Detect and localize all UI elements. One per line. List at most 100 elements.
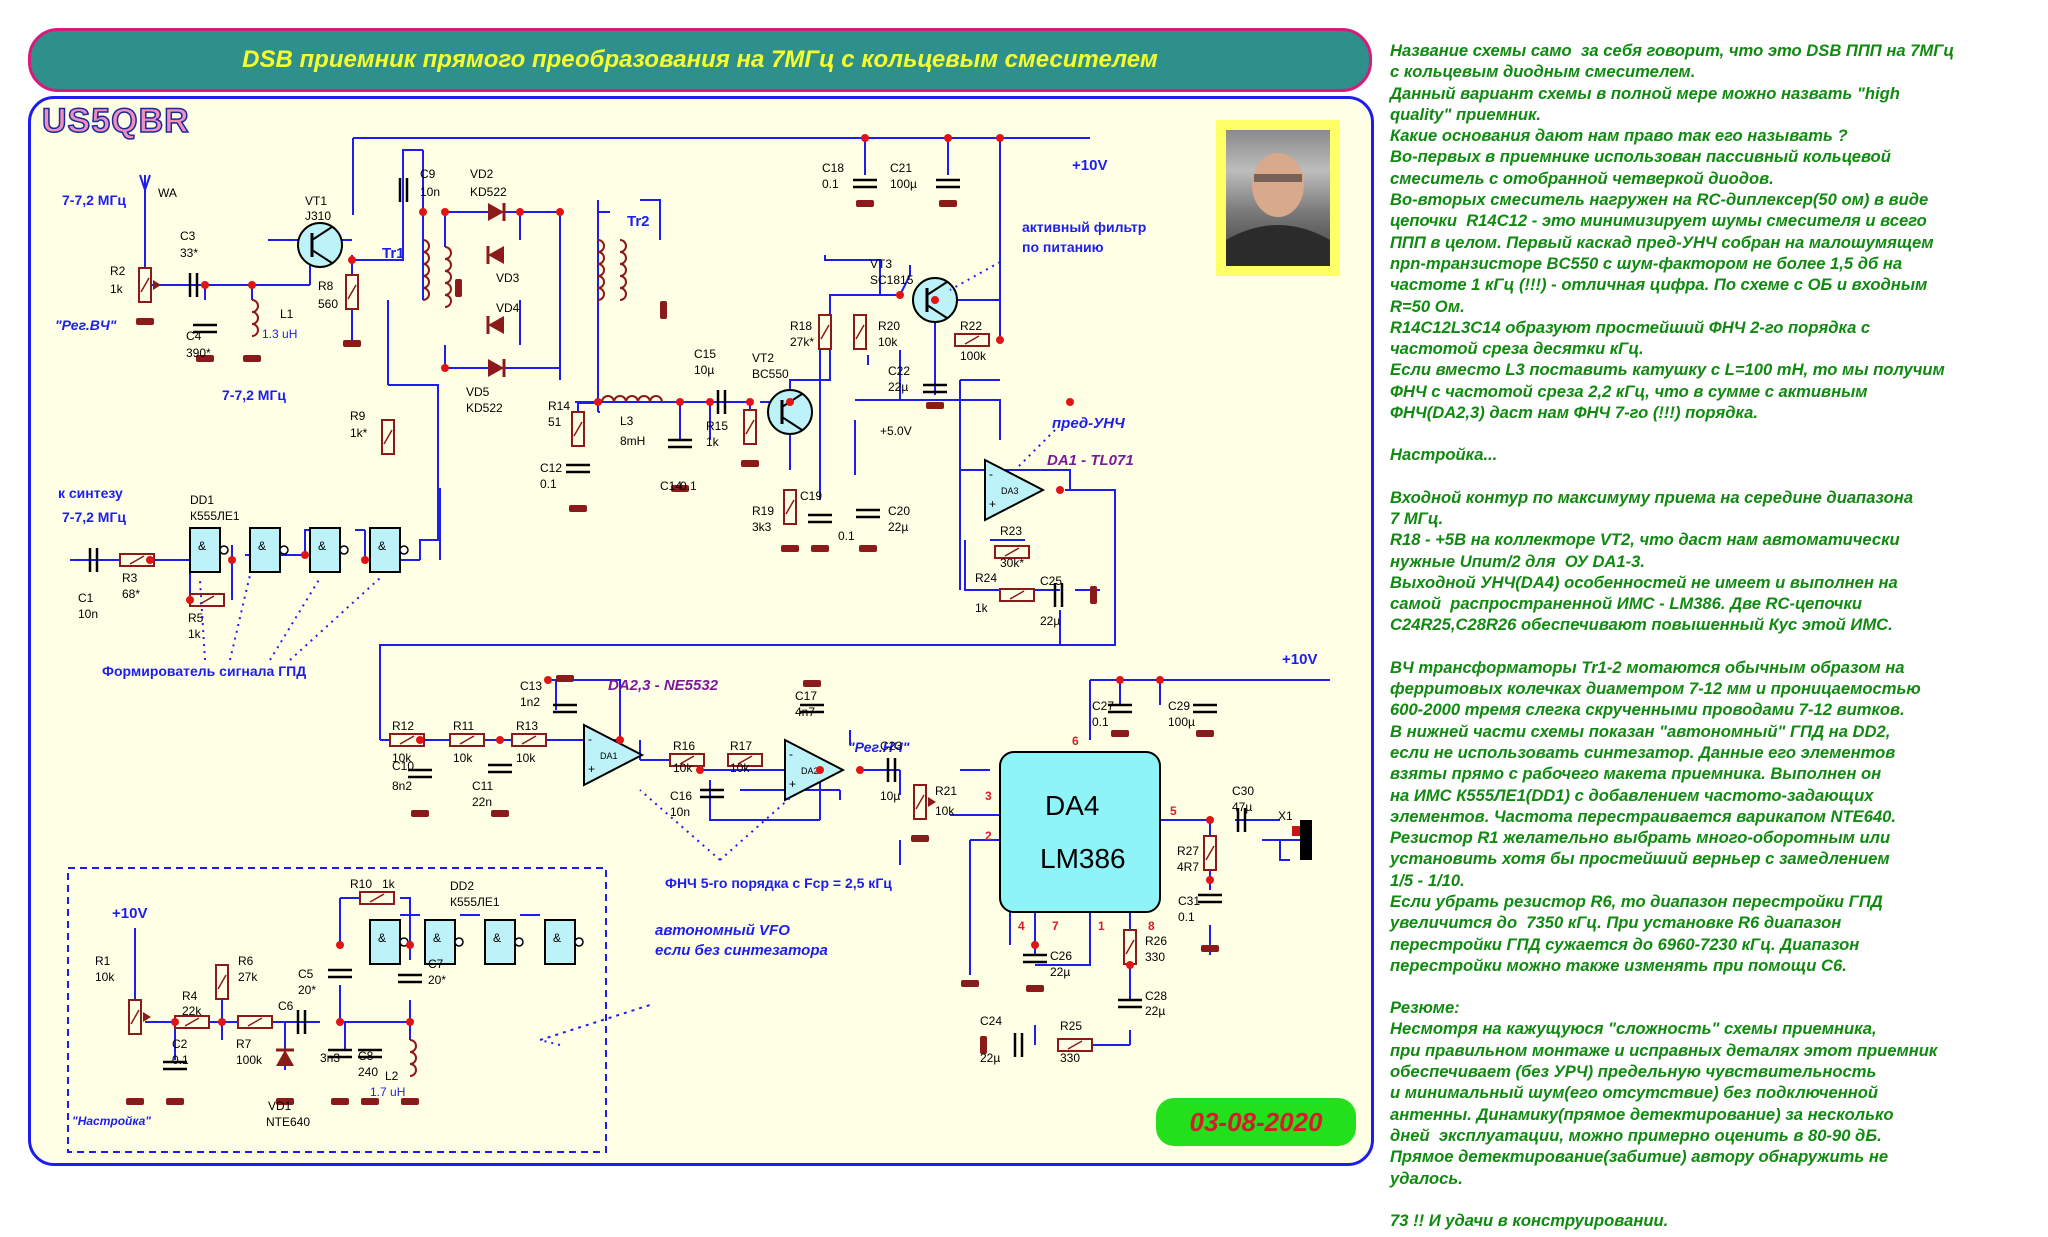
gate-dd1-3: &	[309, 527, 349, 573]
wire	[855, 399, 1001, 440]
wire	[360, 1021, 411, 1040]
capacitor-c22	[923, 383, 947, 394]
capacitor-c9	[398, 178, 409, 202]
value-r17: 10k	[730, 761, 750, 775]
value-c21: 100µ	[890, 177, 917, 191]
ref-r4: R4	[182, 989, 198, 1003]
ground-symbol	[1090, 586, 1097, 604]
ref-c2: C2	[172, 1037, 188, 1051]
capacitor-c21	[936, 178, 960, 189]
svg-text:-: -	[789, 747, 793, 761]
connector-x1	[1292, 820, 1312, 860]
capacitor-c14	[668, 438, 692, 449]
capacitor-c17	[800, 703, 824, 714]
potentiometer-r2	[138, 267, 152, 303]
ground-symbol	[911, 835, 929, 842]
value-c1: 10n	[78, 607, 98, 621]
wire	[419, 539, 440, 560]
value-c12: 0.1	[540, 477, 557, 491]
ground-symbol	[1111, 730, 1129, 737]
description-paragraph: Название схемы само за себя говорит, что…	[1390, 41, 1955, 423]
ground-symbol	[671, 485, 689, 492]
ref-c30: C30	[1232, 784, 1254, 798]
ref-c10: C10	[392, 759, 414, 773]
capacitor-c13	[553, 703, 577, 714]
value-r3: 68*	[122, 587, 140, 601]
ref-l2: L2	[385, 1069, 399, 1083]
value-vd2: KD522	[470, 185, 507, 199]
ref-r9: R9	[350, 409, 366, 423]
svg-text:+: +	[789, 777, 796, 791]
description-paragraph: Настройка...	[1390, 445, 1498, 465]
ground-symbol	[126, 1098, 144, 1105]
wire	[388, 384, 439, 540]
ref-r6: R6	[238, 954, 254, 968]
value-r24: 1k	[975, 601, 989, 615]
ref-c23: C23	[880, 739, 902, 753]
capacitor-c19	[808, 513, 832, 524]
junction-dot	[996, 336, 1004, 344]
junction-dot	[1031, 941, 1039, 949]
description-paragraph: Резюме: Несмотря на кажущуюся "сложность…	[1390, 998, 1938, 1188]
ground-symbol	[811, 545, 829, 552]
ref-r24: R24	[975, 571, 997, 585]
junction-dot	[336, 1018, 344, 1026]
ref-c3: C3	[180, 229, 196, 243]
svg-text:-: -	[588, 732, 592, 746]
junction-dot	[556, 208, 564, 216]
ref-r5: R5	[188, 611, 204, 625]
label-tuning: "Настройка"	[72, 1114, 151, 1128]
ref-r18: R18	[790, 319, 812, 333]
value-r15: 1k	[706, 435, 720, 449]
wire	[379, 489, 1116, 740]
capacitor-c23	[886, 758, 897, 782]
label-tr1: Tr1	[382, 245, 405, 262]
junction-dot	[186, 596, 194, 604]
value-c25: 22µ	[1040, 614, 1060, 628]
potentiometer-r21	[913, 784, 927, 820]
resistor-r11	[449, 733, 485, 747]
label-to-synth: к синтезу	[58, 485, 123, 501]
ref-r27: R27	[1177, 844, 1199, 858]
svg-text:DA1: DA1	[600, 751, 618, 761]
value-r10: 1k	[382, 877, 396, 891]
value-c28: 22µ	[1145, 1004, 1165, 1018]
value-c5: 20*	[298, 983, 316, 997]
components: DA3-+&&&&DA1-+DA2-+&&&&	[67, 174, 1312, 1153]
ref-c5: C5	[298, 967, 314, 981]
annotation-gpd-2	[229, 574, 251, 661]
ref-r2: R2	[110, 264, 126, 278]
wire	[1035, 912, 1091, 966]
value-c17: 4n7	[795, 705, 815, 719]
junction-dot	[1116, 676, 1124, 684]
ref-vd2: VD2	[470, 167, 494, 181]
junction-dot	[1156, 676, 1164, 684]
resistor-r18	[818, 314, 832, 350]
capacitor-c28	[1118, 998, 1142, 1009]
junction-dot	[441, 208, 449, 216]
capacitor-c26	[1023, 953, 1047, 964]
junction-dot	[248, 281, 256, 289]
ref-vd3: VD3	[496, 271, 520, 285]
ref-c25: C25	[1040, 574, 1062, 588]
value-dd1: К555ЛЕ1	[190, 509, 240, 523]
resistor-r22	[954, 333, 990, 347]
schematic-title: DSB приемник прямого преобразования на 7…	[242, 46, 1158, 73]
ref-l3: L3	[620, 414, 634, 428]
ref-r23: R23	[1000, 524, 1022, 538]
resistor-r15	[743, 409, 757, 445]
svg-text:DA3: DA3	[1001, 486, 1019, 496]
junction-dot	[1206, 876, 1214, 884]
resistor-r20	[853, 314, 867, 350]
ground-symbol	[556, 675, 574, 682]
svg-text:&: &	[258, 539, 266, 553]
ref-r17: R17	[730, 739, 752, 753]
value-c9: 10n	[420, 185, 440, 199]
ref-c26: C26	[1050, 949, 1072, 963]
ref-r8: R8	[318, 279, 334, 293]
ref-r21: R21	[935, 784, 957, 798]
ground-symbol	[1026, 985, 1044, 992]
junction-dot	[218, 1018, 226, 1026]
value-r5: 1k	[188, 627, 202, 641]
value-r9: 1k*	[350, 426, 368, 440]
